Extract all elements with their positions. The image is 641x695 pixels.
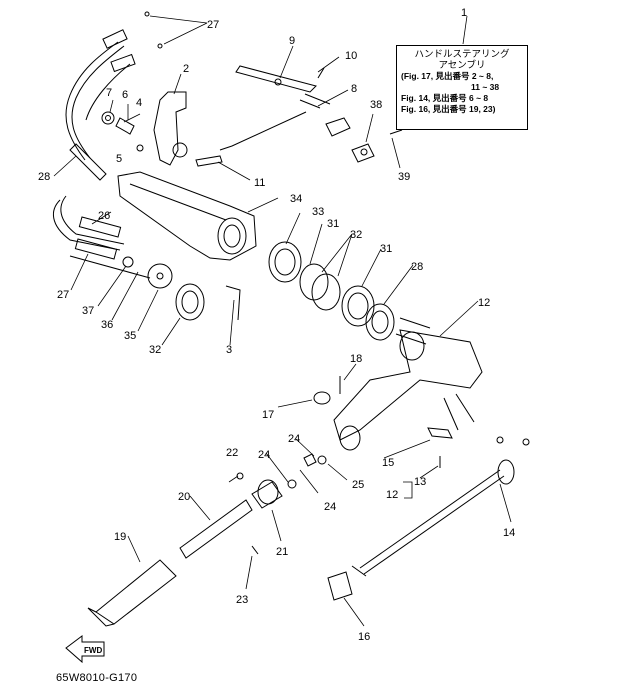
callout-31b: 31 bbox=[380, 243, 392, 255]
callout-29: 28 bbox=[38, 171, 50, 183]
bolt-group bbox=[314, 376, 340, 404]
callout-24a: 24 bbox=[288, 433, 300, 445]
callout-14: 14 bbox=[503, 527, 515, 539]
callout-40: 39 bbox=[398, 171, 410, 183]
grommet-group bbox=[123, 257, 240, 320]
callout-35: 35 bbox=[124, 330, 136, 342]
callout-12a: 12 bbox=[478, 297, 490, 309]
handle-body bbox=[118, 172, 256, 260]
legend-title-1: ハンドルステアリング bbox=[414, 49, 510, 60]
callout-1: 1 bbox=[461, 7, 467, 19]
legend-ref-2: Fig. 14, 見出番号 6 ~ 8 bbox=[401, 93, 489, 103]
callout-34: 32 bbox=[149, 344, 161, 356]
steering-arm bbox=[334, 318, 529, 450]
shift-rod-group bbox=[220, 66, 350, 150]
callout-15: 15 bbox=[382, 457, 394, 469]
fwd-arrow-icon: FWD bbox=[66, 636, 104, 662]
callout-24b: 24 bbox=[258, 449, 270, 461]
legend-ref-1: (Fig. 17, 見出番号 2 ~ 8, bbox=[401, 71, 494, 81]
callout-27: 27 bbox=[207, 19, 219, 31]
callout-38: 34 bbox=[290, 193, 302, 205]
assembly-legend-box: ハンドルステアリング アセンブリ (Fig. 17, 見出番号 2 ~ 8, 1… bbox=[396, 45, 528, 130]
screw-bottom bbox=[252, 546, 258, 554]
legend-title-2: アセンブリ bbox=[438, 60, 486, 71]
callout-6: 6 bbox=[122, 89, 128, 101]
callout-10: 10 bbox=[345, 50, 357, 62]
legend-ref-3: Fig. 16, 見出番号 19, 23) bbox=[401, 104, 496, 114]
callout-labels: 27 1 2 9 10 8 38 39 7 6 4 5 11 28 34 33 … bbox=[38, 7, 515, 643]
callout-25: 24 bbox=[324, 501, 336, 513]
screw-top bbox=[237, 473, 243, 479]
callout-28b: 27 bbox=[57, 289, 69, 301]
grip-group bbox=[88, 480, 282, 626]
callout-30: 28 bbox=[411, 261, 423, 273]
callout-8: 8 bbox=[351, 83, 357, 95]
legend-ref-1-cont: 11 ~ 38 bbox=[471, 82, 500, 92]
spring-group bbox=[288, 454, 326, 488]
callout-7: 7 bbox=[106, 87, 112, 99]
callout-37: 36 bbox=[101, 319, 113, 331]
callout-21: 21 bbox=[276, 546, 288, 558]
bracket-plate bbox=[196, 156, 222, 166]
fwd-label: FWD bbox=[84, 646, 102, 655]
throttle-cable-group bbox=[53, 12, 162, 278]
plate-bolt-group bbox=[428, 428, 452, 468]
callout-9: 9 bbox=[289, 35, 295, 47]
callout-28a: 26 bbox=[98, 210, 110, 222]
callout-11: 11 bbox=[254, 177, 265, 189]
callout-2: 2 bbox=[183, 63, 189, 75]
callout-23: 23 bbox=[236, 594, 248, 606]
callout-13: 13 bbox=[414, 476, 426, 488]
washer-stack bbox=[269, 242, 394, 340]
callout-32: 32 bbox=[350, 229, 362, 241]
callout-31a: 31 bbox=[327, 218, 339, 230]
callout-3: 3 bbox=[226, 344, 232, 356]
guide-block bbox=[328, 572, 352, 600]
drawing-code: 65W8010-G170 bbox=[56, 672, 138, 684]
clip-group bbox=[352, 130, 402, 162]
callout-4: 4 bbox=[136, 97, 142, 109]
callout-16: 16 bbox=[358, 631, 370, 643]
callout-39: 38 bbox=[370, 99, 382, 111]
callout-17: 17 bbox=[262, 409, 274, 421]
callout-36: 37 bbox=[82, 305, 94, 317]
throttle-shaft bbox=[352, 460, 514, 576]
callout-19: 19 bbox=[114, 531, 126, 543]
callout-5: 5 bbox=[116, 153, 122, 165]
callout-26: 25 bbox=[352, 479, 364, 491]
throttle-lever-group bbox=[102, 92, 187, 165]
callout-12b: 12 bbox=[386, 489, 398, 501]
callout-33: 33 bbox=[312, 206, 324, 218]
callout-18: 18 bbox=[350, 353, 362, 365]
callout-20: 20 bbox=[178, 491, 190, 503]
leader-lines bbox=[54, 16, 511, 626]
callout-22: 22 bbox=[226, 447, 238, 459]
